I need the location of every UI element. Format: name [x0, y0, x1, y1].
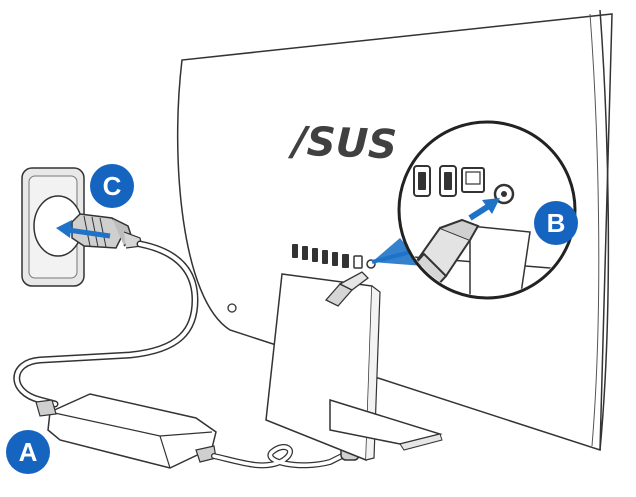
brand-logo: /SUS [287, 119, 397, 169]
power-adapter-icon [36, 394, 216, 468]
svg-text:B: B [547, 208, 566, 238]
svg-text:C: C [103, 171, 122, 201]
callout-badge-c: C [90, 164, 134, 208]
callout-badge-b: B [534, 201, 578, 245]
svg-text:A: A [19, 437, 38, 467]
callout-badge-a: A [6, 430, 50, 474]
